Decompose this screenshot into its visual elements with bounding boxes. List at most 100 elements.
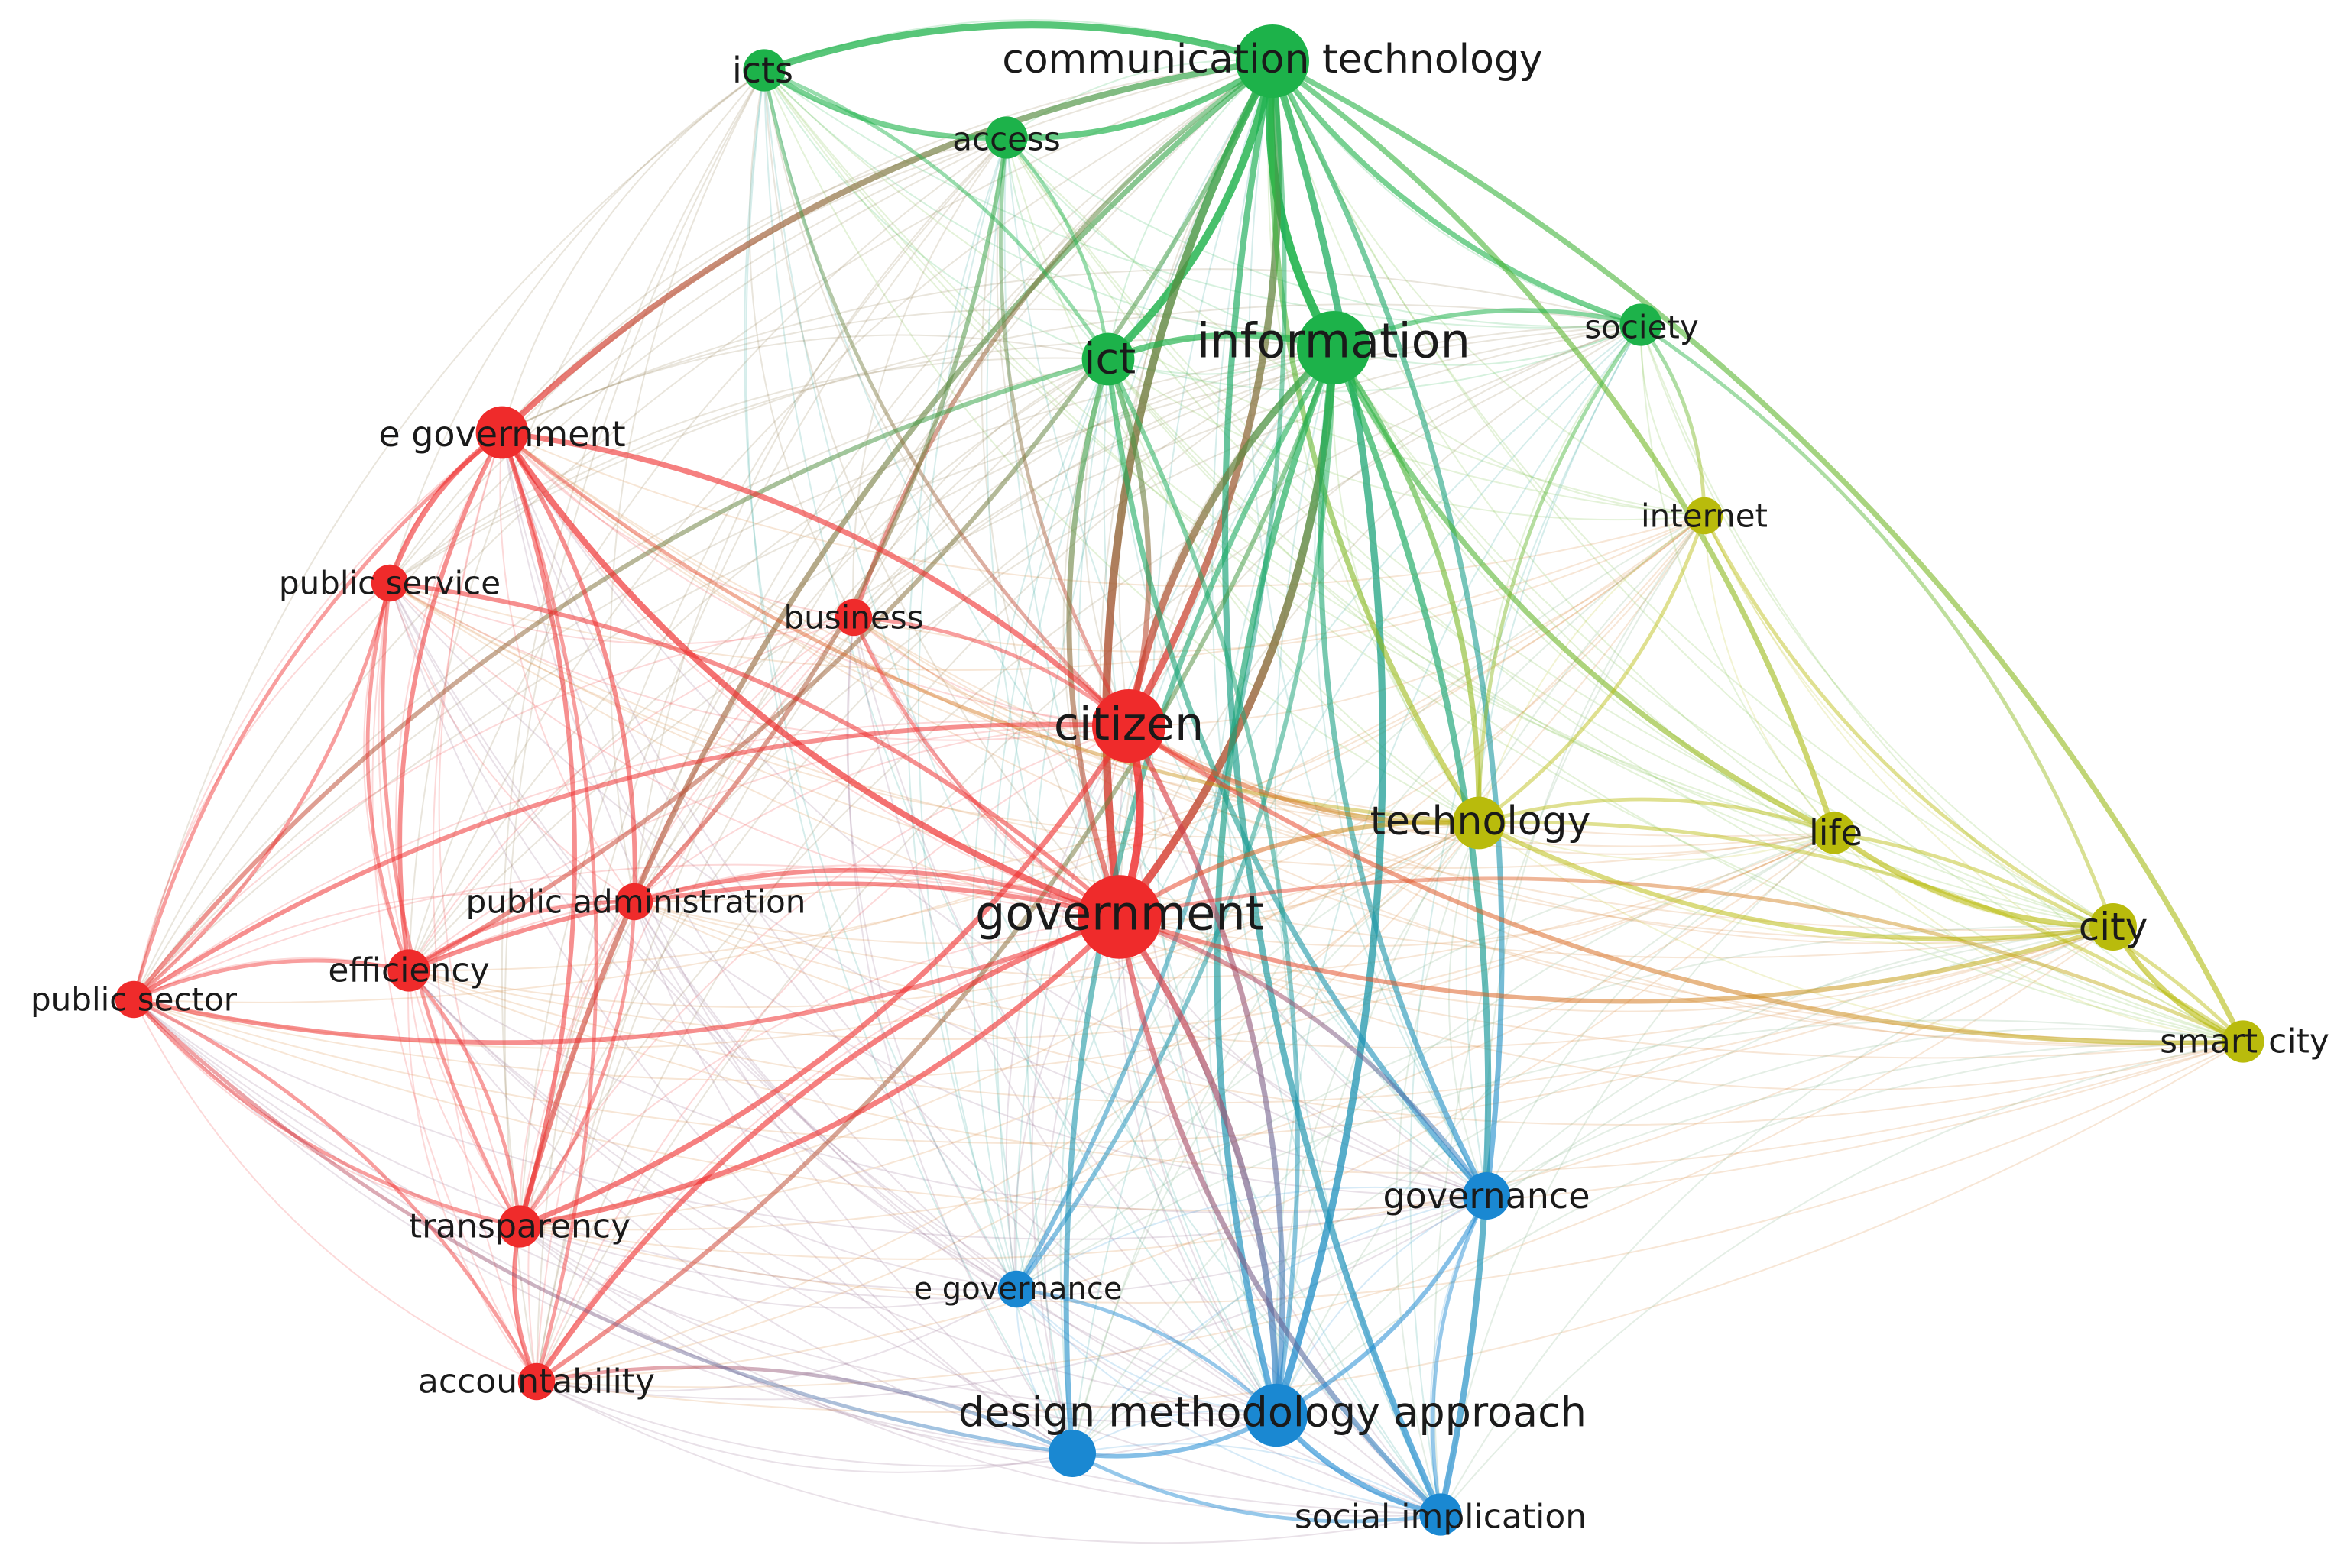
mesh-edge (133, 999, 1487, 1240)
mesh-edge (501, 137, 1007, 433)
edge-life-city (1831, 830, 2116, 930)
node-smart-city[interactable] (2222, 1020, 2264, 1063)
edge-citizen-public_sector (131, 722, 1131, 1002)
edge-communication_technology-transparency (517, 58, 1276, 1229)
node-icts[interactable] (743, 49, 786, 92)
mesh-edge (634, 901, 1441, 1515)
mesh-edge (389, 515, 1705, 671)
edge-e_government-technology (500, 430, 1481, 825)
edge-communication_technology-icts (760, 21, 1276, 74)
mesh-edge (1272, 60, 2244, 1042)
mesh-edge (853, 617, 2244, 1045)
node-society[interactable] (1619, 303, 1662, 346)
mesh-edge (389, 582, 1130, 741)
label-accountability: accountability (418, 1362, 655, 1401)
node-e-government[interactable] (475, 406, 529, 459)
label-icts: icts (732, 50, 793, 91)
edge-communication_technology-e_government (498, 57, 1276, 436)
mesh-edge (504, 70, 765, 1382)
label-social-implication: social implication (1295, 1498, 1587, 1537)
mesh-edge (133, 70, 765, 1000)
mesh-edge (536, 137, 1007, 1382)
edge-access-ict (1004, 135, 1110, 361)
mesh-edge (763, 70, 1277, 1416)
node-life[interactable] (1813, 812, 1856, 854)
node-public-sector[interactable] (115, 980, 153, 1019)
node-public-administration[interactable] (615, 883, 653, 921)
mesh-edge (408, 970, 520, 1227)
edge-icts-ict (762, 68, 1110, 361)
mesh-edge (389, 582, 2244, 1059)
node-governance[interactable] (1463, 1172, 1510, 1220)
mesh-edge (634, 901, 2114, 1048)
edge-governance-social_implication (1431, 1194, 1489, 1517)
mesh-edge (501, 268, 1642, 433)
label-communication-technology: communication technology (1002, 37, 1542, 83)
mesh-edge (745, 70, 1073, 1454)
node-business[interactable] (835, 598, 873, 637)
edge-ict-public_sector (131, 357, 1110, 1002)
mesh-edge (536, 1381, 1073, 1473)
edge-technology-smart_city (1477, 820, 2245, 1044)
mesh-edge (1107, 324, 1642, 393)
node-citizen[interactable] (1092, 689, 1165, 763)
edge-internet-city (1702, 513, 2115, 929)
node-city[interactable] (2089, 903, 2137, 951)
mesh-edge (389, 582, 1835, 869)
mesh-edge (1478, 822, 2114, 945)
node-e-governance[interactable] (997, 1270, 1036, 1308)
mesh-edge (634, 60, 1273, 902)
label-access: access (952, 121, 1061, 158)
mesh-edge (1006, 137, 2244, 1042)
mesh-edge (981, 137, 1120, 918)
mesh-edge (501, 334, 1109, 433)
node-design-node-2[interactable] (1049, 1430, 1096, 1477)
mesh-edge (389, 60, 1273, 584)
node-government[interactable] (1078, 875, 1162, 959)
mesh-edge (408, 60, 1273, 971)
node-access[interactable] (985, 116, 1028, 159)
node-design-methodology-approach[interactable] (1244, 1383, 1308, 1447)
mesh-edge (1119, 916, 2244, 1091)
edge-technology-life (1477, 797, 1836, 835)
mesh-edge (748, 70, 854, 618)
mesh-edge (501, 432, 2114, 931)
mesh-edge (518, 901, 635, 1227)
mesh-edge (744, 70, 1017, 1290)
edge-layer (131, 19, 2246, 1544)
mesh-edge (519, 1226, 1073, 1454)
mesh-edge (1272, 60, 1835, 834)
mesh-edge (408, 358, 1109, 971)
edge-society-city (1639, 322, 2115, 929)
mesh-edge (133, 358, 1109, 1000)
node-internet[interactable] (1685, 497, 1723, 535)
mesh-edge (1118, 60, 1273, 727)
mesh-edge (536, 324, 1642, 1382)
mesh-edge (519, 822, 1480, 1227)
node-efficiency[interactable] (387, 949, 430, 992)
node-social-implication[interactable] (1419, 1493, 1462, 1536)
node-communication-technology[interactable] (1236, 24, 1309, 98)
edge-communication_technology-life (1269, 58, 1837, 836)
mesh-edge (1107, 358, 2244, 1042)
node-accountability[interactable] (517, 1362, 556, 1401)
mesh-edge (1704, 515, 2244, 1042)
edge-society-technology (1477, 322, 1643, 825)
edge-government-public_administration (632, 867, 1122, 919)
node-technology[interactable] (1452, 796, 1506, 850)
edge-information-technology (1331, 345, 1482, 826)
mesh-edge (536, 926, 2114, 1388)
mesh-edge (519, 926, 2114, 1260)
node-public-service[interactable] (371, 564, 409, 602)
mesh-edge (501, 432, 854, 618)
label-efficiency: efficiency (328, 951, 489, 990)
node-ict[interactable] (1081, 332, 1135, 386)
mesh-edge (763, 70, 2244, 1042)
mesh-edge (501, 432, 1441, 1515)
node-information[interactable] (1297, 311, 1370, 384)
edge-ict-citizen (1105, 356, 1152, 729)
mesh-edge (389, 582, 854, 645)
mesh-edge (853, 515, 1705, 653)
edge-information-accountability (534, 345, 1336, 1384)
node-transparency[interactable] (498, 1205, 541, 1248)
